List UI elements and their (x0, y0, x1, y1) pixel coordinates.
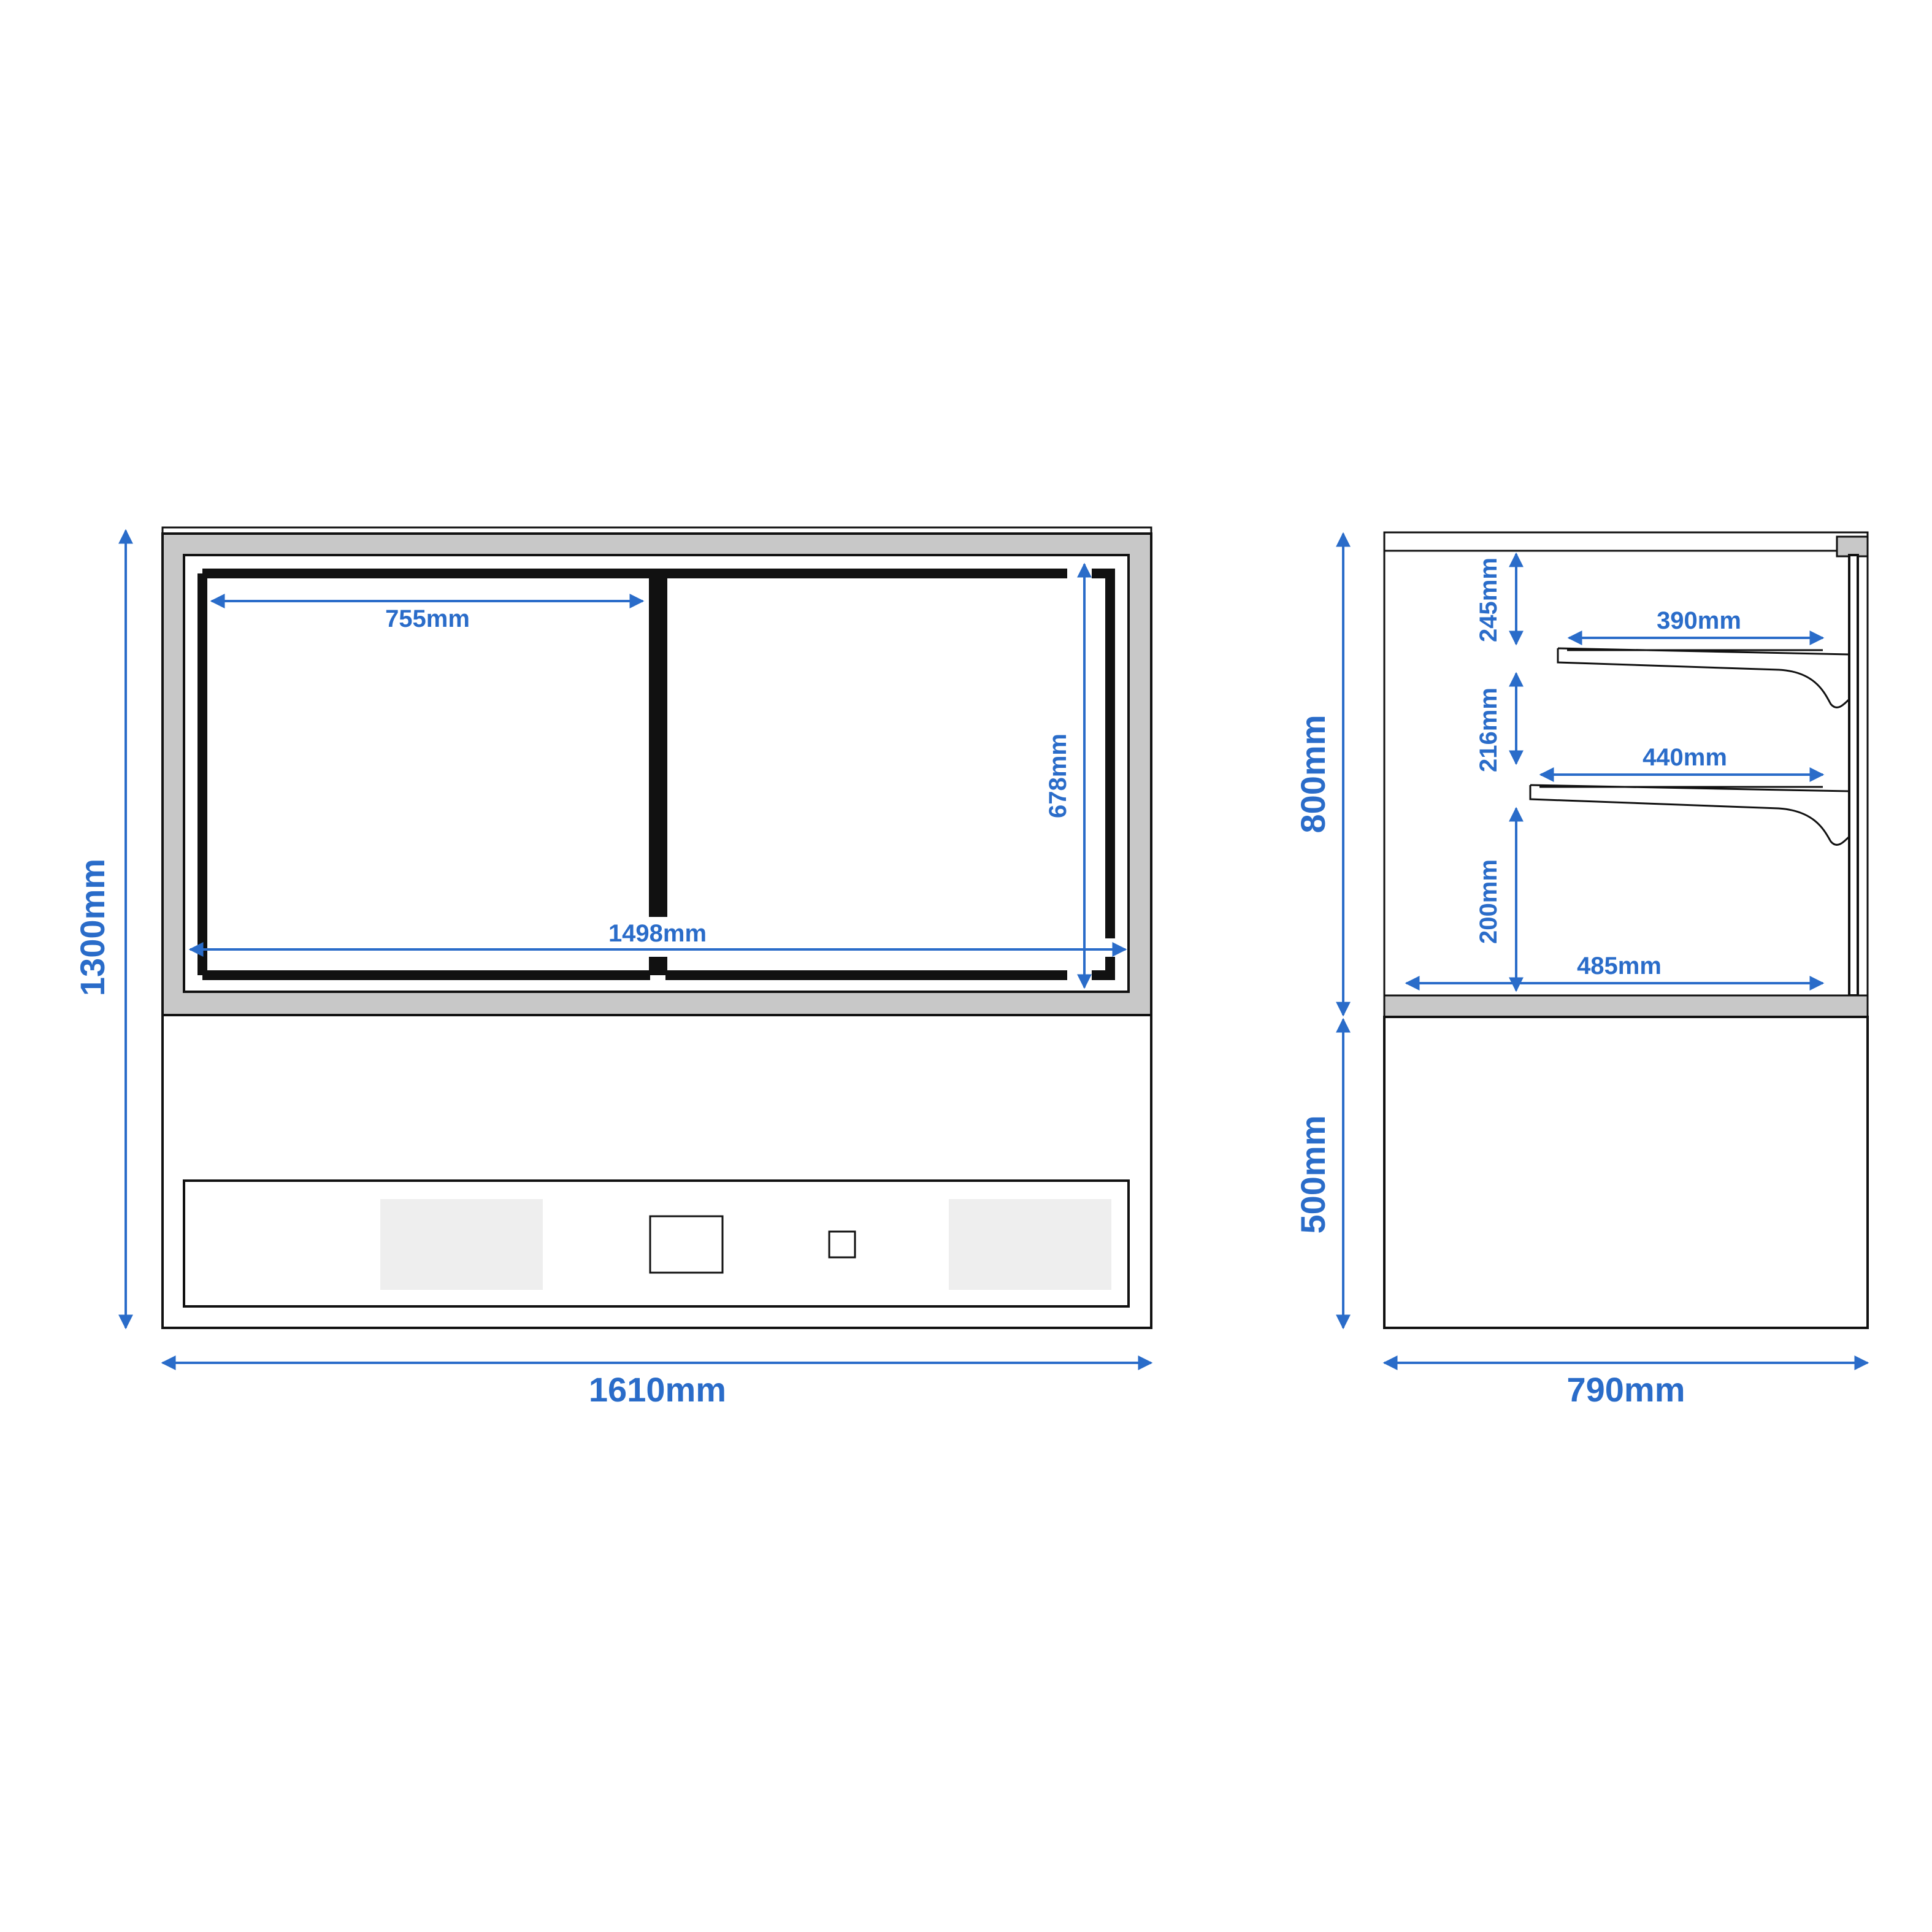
side-shelf-mid (1529, 784, 1850, 846)
front-door-frame (197, 569, 1067, 980)
side-rear-glass (1848, 554, 1859, 997)
dim-label-side-upper: 800mm (1294, 715, 1332, 833)
side-display-body (1383, 531, 1869, 997)
dim-label-shelf-top: 390mm (1657, 607, 1741, 634)
side-base-cabinet (1383, 1016, 1869, 1329)
dim-label-gap-mid: 216mm (1475, 688, 1502, 772)
dim-label-inner-width: 1498mm (608, 920, 707, 947)
front-view: 1300mm 1610mm 755mm 1498mm 678mm (73, 526, 1153, 1409)
front-door-frame-right (1092, 569, 1115, 980)
dim-label-front-height: 1300mm (73, 859, 112, 996)
front-vent-right (949, 1199, 1111, 1290)
dim-label-door-width: 755mm (385, 605, 470, 632)
front-door-mullion (649, 573, 667, 917)
dim-label-gap-top: 245mm (1475, 558, 1502, 642)
front-controller-display (649, 1215, 724, 1274)
dim-label-gap-bottom: 200mm (1475, 859, 1502, 944)
front-door-mullion-foot (649, 957, 667, 975)
dim-label-base-depth: 485mm (1577, 953, 1662, 979)
side-base-plate (1383, 994, 1869, 1018)
side-shelf-top (1557, 647, 1850, 708)
front-power-switch (828, 1230, 856, 1259)
side-top-block (1836, 535, 1869, 558)
front-vent-left (380, 1199, 543, 1290)
dim-label-front-width: 1610mm (589, 1370, 726, 1409)
side-view: 800mm 500mm 790mm 245mm 216mm 200mm 390m… (1294, 531, 1869, 1409)
dim-label-shelf-mid: 440mm (1643, 744, 1727, 771)
dim-label-inner-height: 678mm (1045, 734, 1071, 818)
side-top-lip (1383, 531, 1869, 552)
dim-label-side-lower: 500mm (1294, 1115, 1332, 1233)
dim-label-side-depth: 790mm (1566, 1370, 1685, 1409)
